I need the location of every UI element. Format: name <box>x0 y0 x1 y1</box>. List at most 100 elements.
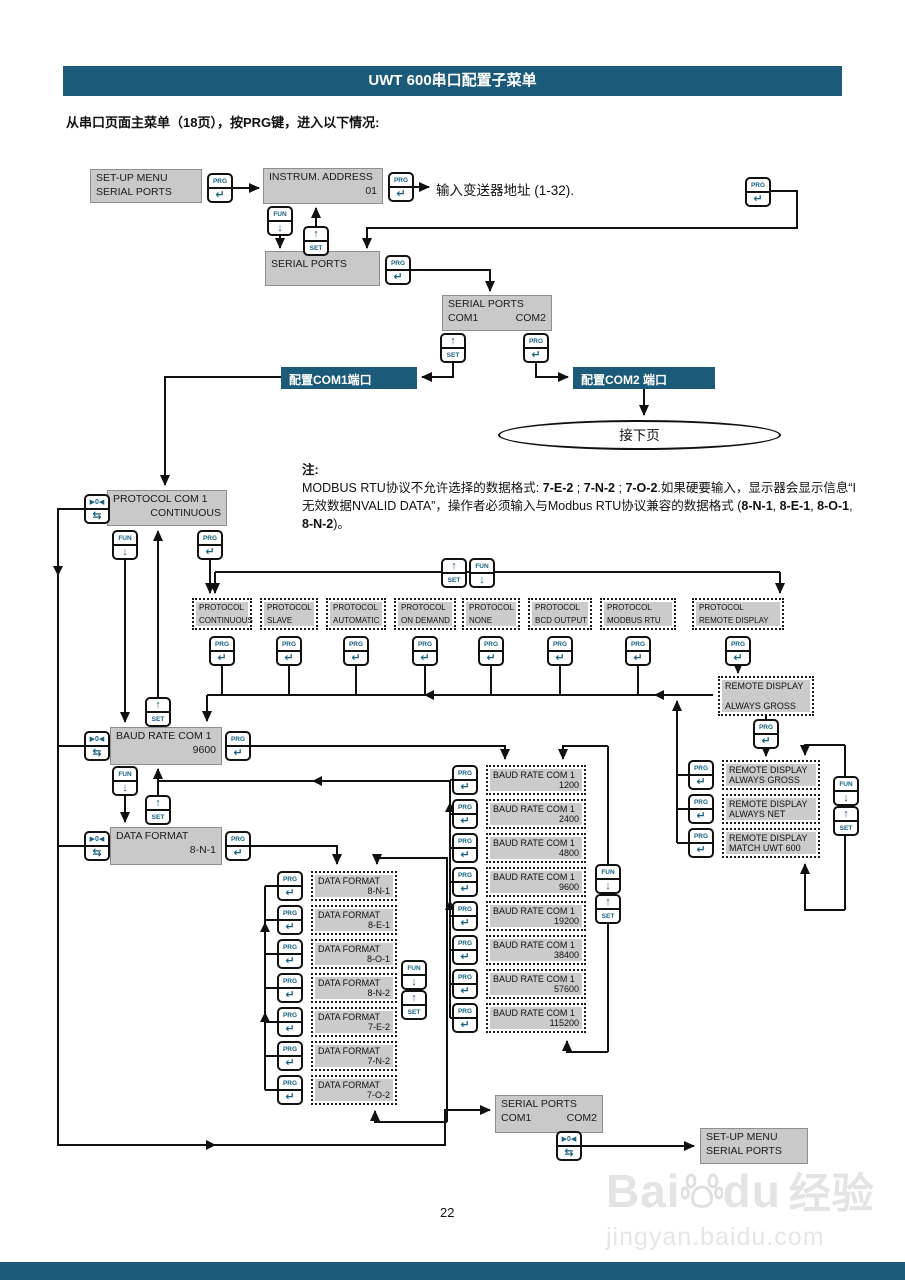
enter-icon: ↵ <box>279 1055 301 1069</box>
data-format-options: PRG ↵ DATA FORMAT 8-N-1 PRG ↵ DATA FORMA… <box>277 869 397 1107</box>
prg-key: PRG ↵ <box>688 760 714 790</box>
enter-icon: ↵ <box>454 813 476 827</box>
prg-key: PRG↵ <box>225 831 251 861</box>
set-key: ↑SET <box>145 697 171 727</box>
baud-rate-row: PRG ↵ BAUD RATE COM 1 4800 <box>452 831 586 865</box>
prg-key: PRG ↵ <box>547 636 573 666</box>
prg-key: PRG ↵ <box>209 636 235 666</box>
data-format-row: PRG ↵ DATA FORMAT 8-O-1 <box>277 937 397 971</box>
prg-key: PRG↵ <box>197 530 223 560</box>
prg-key: PRG ↵ <box>452 867 478 897</box>
enter-icon: ↵ <box>690 774 712 788</box>
protocol-options-row: PROTOCOL CONTINUOUS PRG ↵ PROTOCOL SLAVE… <box>192 598 792 670</box>
loop-icon: ⇆ <box>558 1145 580 1159</box>
protocol-option-box: PROTOCOL AUTOMATIC <box>326 598 386 630</box>
loop-icon: ⇆ <box>86 745 108 759</box>
baud-rate-row: PRG ↵ BAUD RATE COM 1 57600 <box>452 967 586 1001</box>
fun-key: FUN↓ <box>267 206 293 236</box>
set-key: ↑SET <box>145 795 171 825</box>
baud-rate-com1-box: BAUD RATE COM 1 9600 <box>110 727 222 765</box>
fun-key: FUN↓ <box>112 766 138 796</box>
prg-key: PRG ↵ <box>412 636 438 666</box>
enter-icon: ↵ <box>279 885 301 899</box>
prg-key: PRG↵ <box>388 172 414 202</box>
up-arrow-icon: ↑ <box>313 228 319 240</box>
fun-key: FUN↓ <box>595 864 621 894</box>
enter-icon: ↵ <box>525 347 547 361</box>
prg-key: PRG ↵ <box>452 969 478 999</box>
enter-icon: ↵ <box>279 987 301 1001</box>
prg-key: PRG ↵ <box>277 1041 303 1071</box>
fun-key: FUN↓ <box>833 776 859 806</box>
bottom-bar <box>0 1262 905 1280</box>
set-key: ↑SET <box>401 990 427 1020</box>
baud-rate-box: BAUD RATE COM 1 57600 <box>486 969 586 999</box>
down-arrow-icon: ↓ <box>114 544 136 558</box>
baud-rate-box: BAUD RATE COM 1 2400 <box>486 799 586 829</box>
zero-icon: ▶0◀ <box>89 499 105 506</box>
down-arrow-icon: ↓ <box>403 974 425 988</box>
set-key: ↑SET <box>440 333 466 363</box>
data-format-row: PRG ↵ DATA FORMAT 7-N-2 <box>277 1039 397 1073</box>
baud-rate-options: PRG ↵ BAUD RATE COM 1 1200 PRG ↵ BAUD RA… <box>452 763 586 1035</box>
protocol-option-box: PROTOCOL NONE <box>462 598 520 630</box>
prg-key: PRG ↵ <box>277 1075 303 1105</box>
fun-key: FUN↓ <box>112 530 138 560</box>
enter-icon: ↵ <box>454 915 476 929</box>
prg-key: PRG↵ <box>225 731 251 761</box>
protocol-option-box: PROTOCOL REMOTE DISPLAY <box>692 598 784 630</box>
prg-key: PRG ↵ <box>725 636 751 666</box>
address-hint-text: 输入变送器地址 (1-32). <box>436 183 575 198</box>
serial-ports-com-box: SERIAL PORTS COM1 COM2 <box>442 295 552 331</box>
baud-rate-box: BAUD RATE COM 1 115200 <box>486 1003 586 1033</box>
protocol-option: PROTOCOL REMOTE DISPLAY PRG ↵ <box>692 598 784 666</box>
zero-key: ▶0◀⇆ <box>84 831 110 861</box>
enter-icon: ↵ <box>690 842 712 856</box>
zero-icon: ▶0◀ <box>89 736 105 743</box>
down-arrow-icon: ↓ <box>471 572 493 586</box>
prg-key: PRG ↵ <box>452 935 478 965</box>
prg-key: PRG ↵ <box>688 794 714 824</box>
protocol-option-box: PROTOCOL BCD OUTPUT <box>528 598 592 630</box>
enter-icon: ↵ <box>279 919 301 933</box>
remote-option-row: PRG ↵ REMOTE DISPLAY ALWAYS GROSS <box>688 758 820 792</box>
note-label: 注: <box>302 463 319 477</box>
protocol-option: PROTOCOL SLAVE PRG ↵ <box>260 598 318 666</box>
prg-key: PRG ↵ <box>277 905 303 935</box>
intro-text: 从串口页面主菜单（18页），按PRG键，进入以下情况: <box>66 115 380 130</box>
enter-icon: ↵ <box>480 650 502 664</box>
set-key: ↑SET <box>833 806 859 836</box>
data-format-row: PRG ↵ DATA FORMAT 8-N-1 <box>277 869 397 903</box>
enter-icon: ↵ <box>279 1089 301 1103</box>
enter-icon: ↵ <box>227 745 249 759</box>
baud-rate-row: PRG ↵ BAUD RATE COM 1 2400 <box>452 797 586 831</box>
protocol-option-box: PROTOCOL CONTINUOUS <box>192 598 253 630</box>
prg-key: PRG↵ <box>745 177 771 207</box>
baud-rate-row: PRG ↵ BAUD RATE COM 1 1200 <box>452 763 586 797</box>
enter-icon: ↵ <box>279 953 301 967</box>
prg-key: PRG ↵ <box>452 833 478 863</box>
data-format-box: DATA FORMAT 7-E-2 <box>311 1007 397 1037</box>
prg-key: PRG ↵ <box>452 901 478 931</box>
set-key: ↑SET <box>595 894 621 924</box>
protocol-com1-box: PROTOCOL COM 1 CONTINUOUS <box>107 490 227 526</box>
enter-icon: ↵ <box>755 733 777 747</box>
next-page-ellipse: 接下页 <box>498 420 781 450</box>
prg-key: PRG ↵ <box>276 636 302 666</box>
data-format-row: PRG ↵ DATA FORMAT 7-E-2 <box>277 1005 397 1039</box>
enter-icon: ↵ <box>209 187 231 201</box>
serial-ports-bottom-box: SERIAL PORTS COM1 COM2 <box>495 1095 603 1133</box>
enter-icon: ↵ <box>345 650 367 664</box>
prg-key: PRG ↵ <box>625 636 651 666</box>
baud-rate-box: BAUD RATE COM 1 9600 <box>486 867 586 897</box>
enter-icon: ↵ <box>549 650 571 664</box>
protocol-option: PROTOCOL BCD OUTPUT PRG ↵ <box>528 598 592 666</box>
config-com1-label: 配置COM1端口 <box>281 367 417 389</box>
enter-icon: ↵ <box>414 650 436 664</box>
enter-icon: ↵ <box>727 650 749 664</box>
data-format-box: DATA FORMAT 8-N-1 <box>311 871 397 901</box>
remote-option-box: REMOTE DISPLAY ALWAYS GROSS <box>722 760 820 790</box>
prg-key: PRG↵ <box>753 719 779 749</box>
